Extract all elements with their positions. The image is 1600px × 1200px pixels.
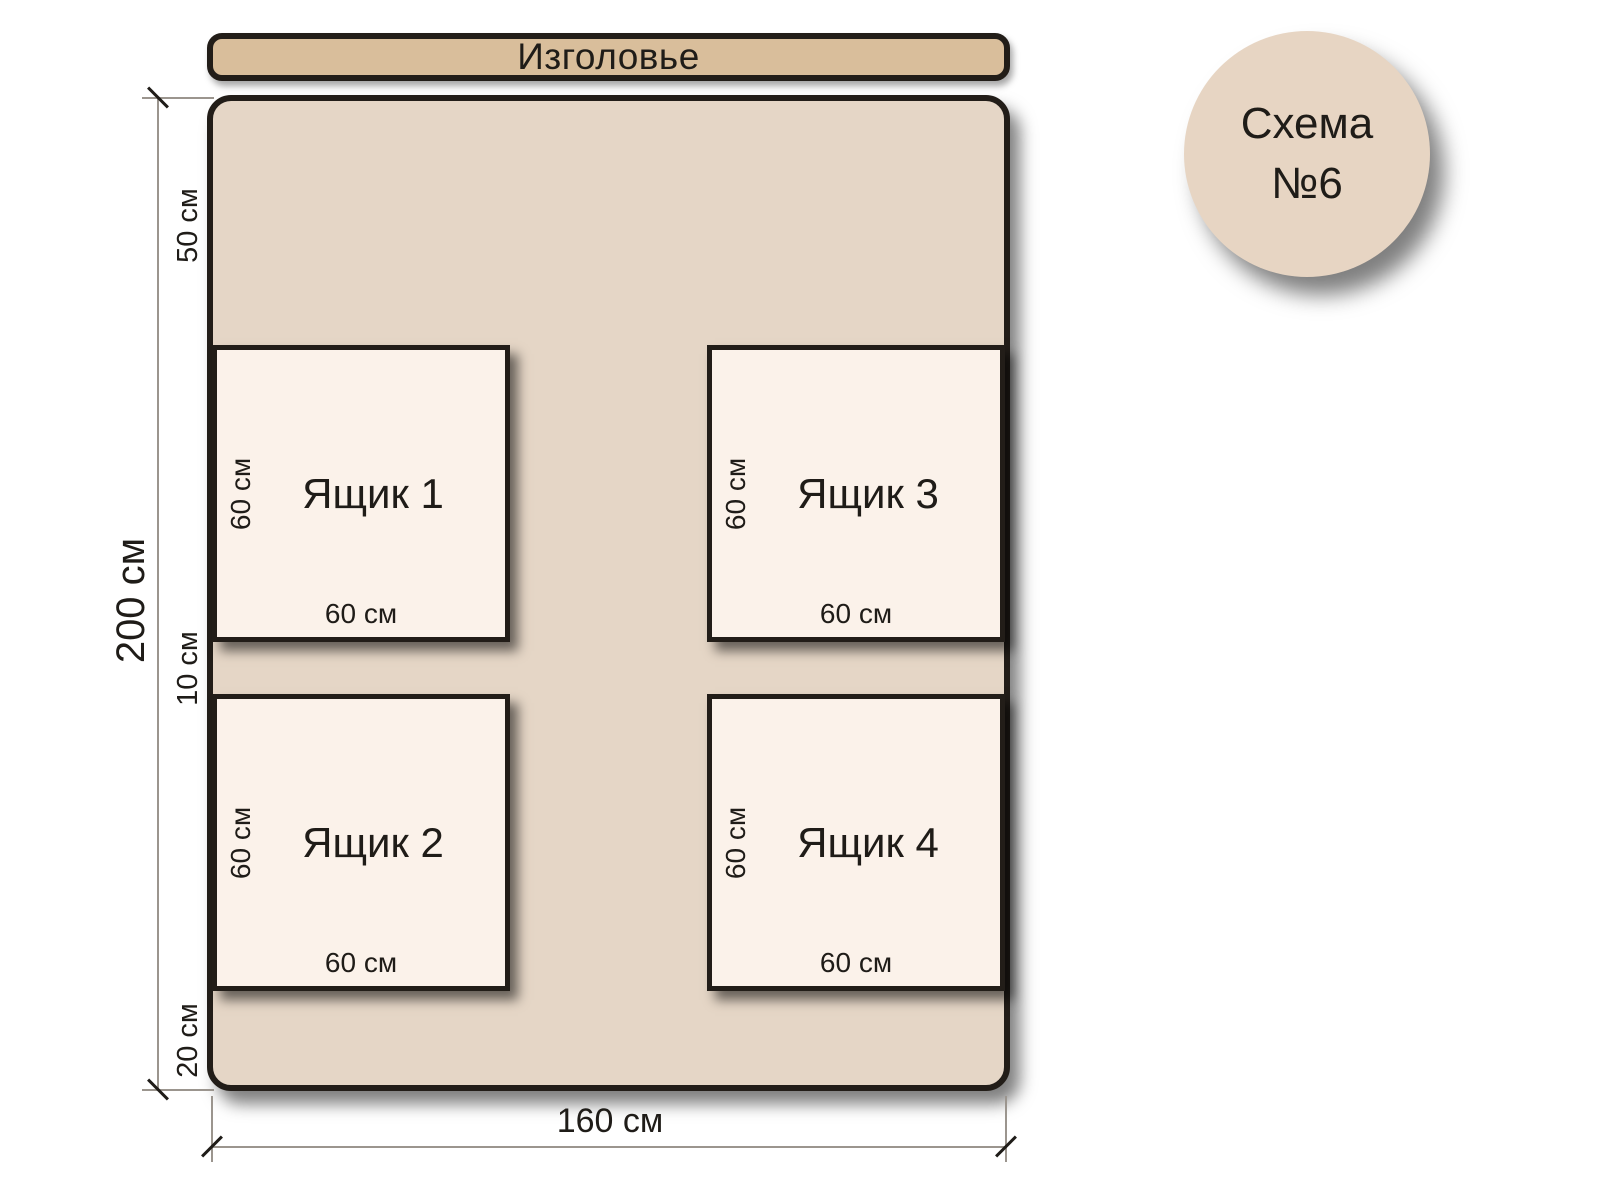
extension-line-bottom <box>142 1089 214 1091</box>
drawer-2-height-label: 60 см <box>223 699 259 986</box>
extension-line-top <box>142 97 214 99</box>
badge-number: №6 <box>1271 159 1343 208</box>
bed-length-value: 200 см <box>109 537 154 663</box>
drawer-3-height-value: 60 см <box>720 457 751 530</box>
drawer-2-width-label: 60 см <box>324 947 398 978</box>
row-gap-label: 10 см <box>169 603 207 733</box>
drawer-1-height-label: 60 см <box>223 350 259 637</box>
drawer-box-3: 60 см Ящик 3 60 см <box>707 345 1005 642</box>
drawer-box-4: 60 см Ящик 4 60 см <box>707 694 1005 991</box>
foot-offset-label: 20 см <box>169 975 207 1105</box>
headboard-label: Изголовье <box>517 36 700 77</box>
drawer-3-title: Ящик 3 <box>797 469 939 517</box>
badge-title: Схема <box>1240 99 1374 148</box>
drawer-2-title: Ящик 2 <box>302 818 444 866</box>
dimension-line-width <box>212 1146 1006 1148</box>
bed-width-label: 160 см <box>556 1102 664 1140</box>
foot-offset-value: 20 см <box>171 1002 204 1078</box>
drawer-2-height-value: 60 см <box>225 806 256 879</box>
head-offset-value: 50 см <box>171 187 204 263</box>
drawer-1-title: Ящик 1 <box>302 469 444 517</box>
drawer-1-width-label: 60 см <box>324 598 398 629</box>
drawer-4-title: Ящик 4 <box>797 818 939 866</box>
scheme-number-badge: Схема №6 <box>1184 31 1430 277</box>
drawer-box-2: 60 см Ящик 2 60 см <box>212 694 510 991</box>
head-offset-label: 50 см <box>169 160 207 290</box>
row-gap-value: 10 см <box>171 630 204 706</box>
drawer-4-width-label: 60 см <box>819 947 893 978</box>
drawer-3-height-label: 60 см <box>718 350 754 637</box>
drawer-1-height-value: 60 см <box>225 457 256 530</box>
extension-line-right <box>1005 1096 1007 1162</box>
drawer-4-height-label: 60 см <box>718 699 754 986</box>
extension-line-left <box>211 1096 213 1162</box>
drawer-box-1: 60 см Ящик 1 60 см <box>212 345 510 642</box>
drawer-4-height-value: 60 см <box>720 806 751 879</box>
headboard: Изголовье <box>207 33 1010 81</box>
bed-length-label: 200 см <box>103 528 161 672</box>
drawer-3-width-label: 60 см <box>819 598 893 629</box>
dimension-line-length <box>157 98 159 1090</box>
